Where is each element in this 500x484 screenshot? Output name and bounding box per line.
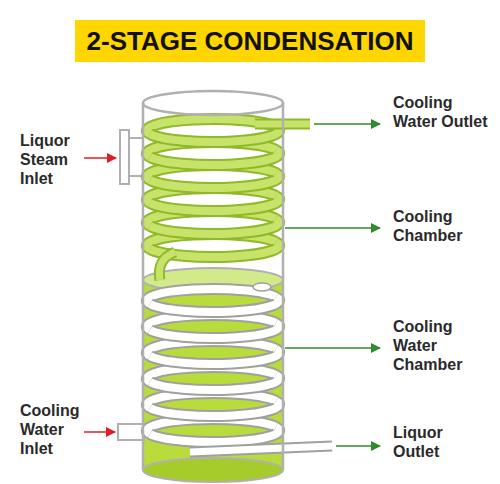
- leader-arrow: [285, 227, 380, 229]
- part-label: Liquor Outlet: [393, 424, 491, 462]
- coil-group: [147, 119, 279, 442]
- part-label: Cooling Water Outlet: [393, 94, 491, 132]
- steam-inlet-flange: [120, 130, 129, 184]
- leader-arrow: [84, 157, 116, 159]
- top-rim: [143, 91, 283, 115]
- part-label: Cooling Water Chamber: [393, 318, 491, 375]
- part-label: Cooling Water Inlet: [20, 402, 95, 459]
- part-label: Liquor Steam Inlet: [20, 132, 95, 189]
- leader-arrow: [84, 431, 115, 433]
- title-banner: 2-STAGE CONDENSATION: [75, 20, 426, 62]
- leader-arrow: [285, 347, 380, 349]
- part-label: Cooling Chamber: [393, 208, 491, 246]
- bottom-plate: [143, 458, 283, 482]
- water-inlet-pipe: [118, 424, 144, 440]
- leader-arrow: [336, 445, 380, 447]
- leader-arrow: [314, 123, 380, 125]
- steam-inlet-pipe: [128, 138, 143, 176]
